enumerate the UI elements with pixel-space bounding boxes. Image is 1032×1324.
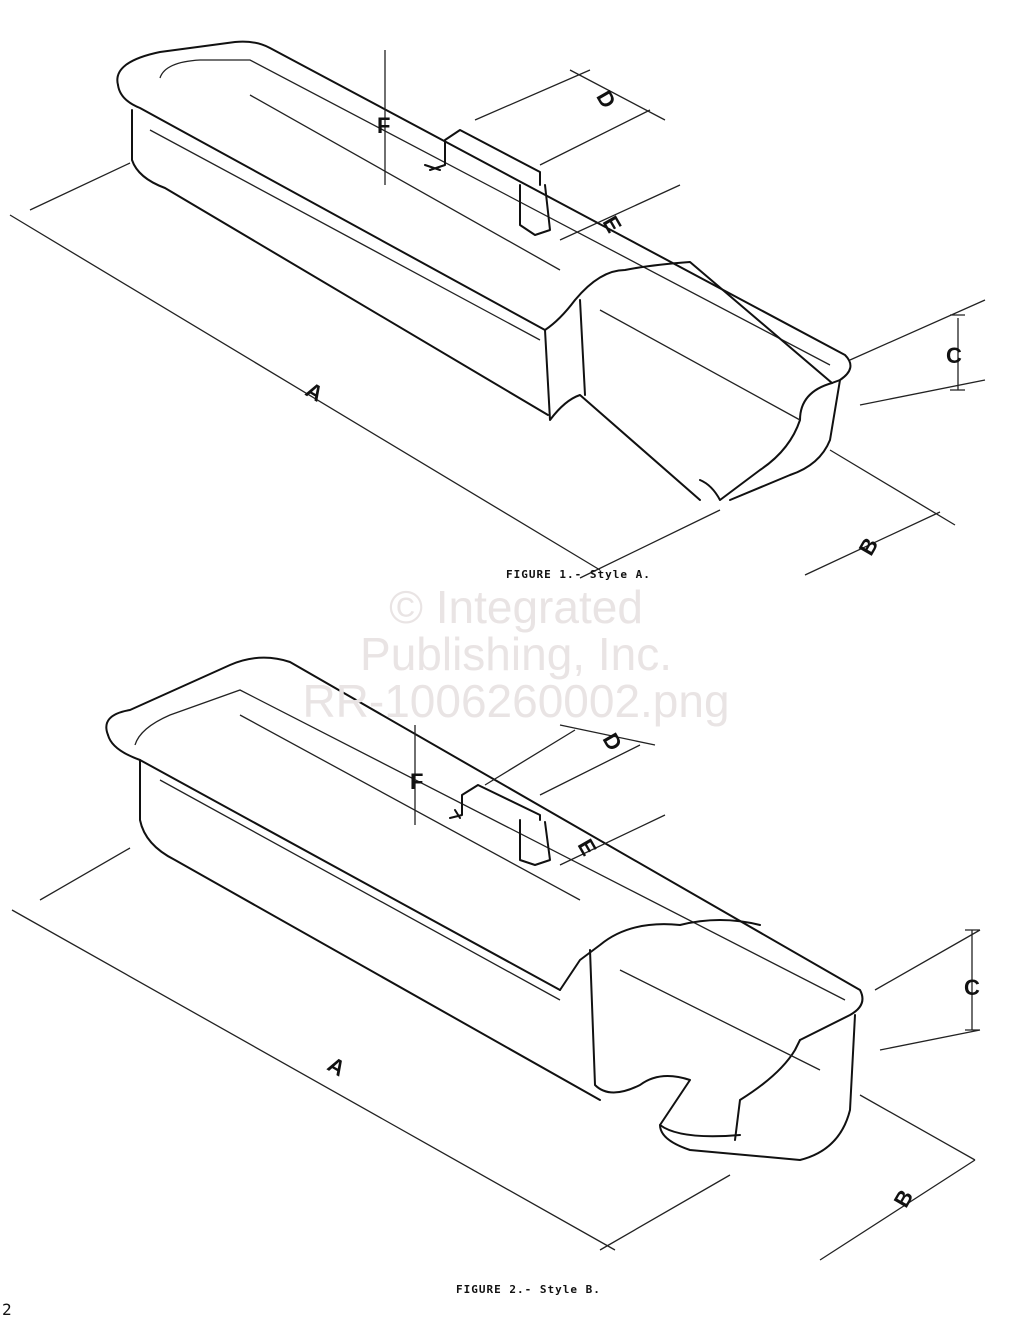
figure-1-caption: FIGURE 1.- Style A. bbox=[506, 568, 651, 581]
figure-1-dimension-e-label: E bbox=[598, 212, 627, 237]
watermark-line: RR-1006260002.png bbox=[302, 675, 730, 727]
figure-2-dimension-b-label: B bbox=[889, 1185, 919, 1211]
figure-1-dimension-a-label: A bbox=[301, 377, 327, 407]
figure-2-tray-drawing bbox=[11, 656, 981, 1261]
figure-1-dimension-b-label: B bbox=[854, 533, 884, 559]
figure-1-tray-drawing bbox=[9, 40, 986, 579]
figure-1-dimension-c-label: C bbox=[946, 343, 962, 368]
watermark-line: Publishing, Inc. bbox=[360, 628, 672, 680]
figure-1-dimension-d-label: D bbox=[591, 86, 621, 112]
figure-1-dimension-f-label: F bbox=[377, 113, 390, 138]
figure-2-dimension-a-label: A bbox=[323, 1052, 349, 1082]
figure-2-dimension-f-label: F bbox=[410, 769, 423, 794]
figure-2-caption: FIGURE 2.- Style B. bbox=[456, 1283, 601, 1296]
figure-2-dimension-e-label: E bbox=[573, 835, 602, 860]
figure-2-dimension-c-label: C bbox=[964, 975, 980, 1000]
figure-2-dimension-d-label: D bbox=[598, 729, 628, 755]
page-number: 2 bbox=[2, 1300, 12, 1319]
watermark: © Integrated Publishing, Inc. RR-1006260… bbox=[0, 584, 1032, 725]
watermark-line: © Integrated bbox=[389, 581, 643, 633]
